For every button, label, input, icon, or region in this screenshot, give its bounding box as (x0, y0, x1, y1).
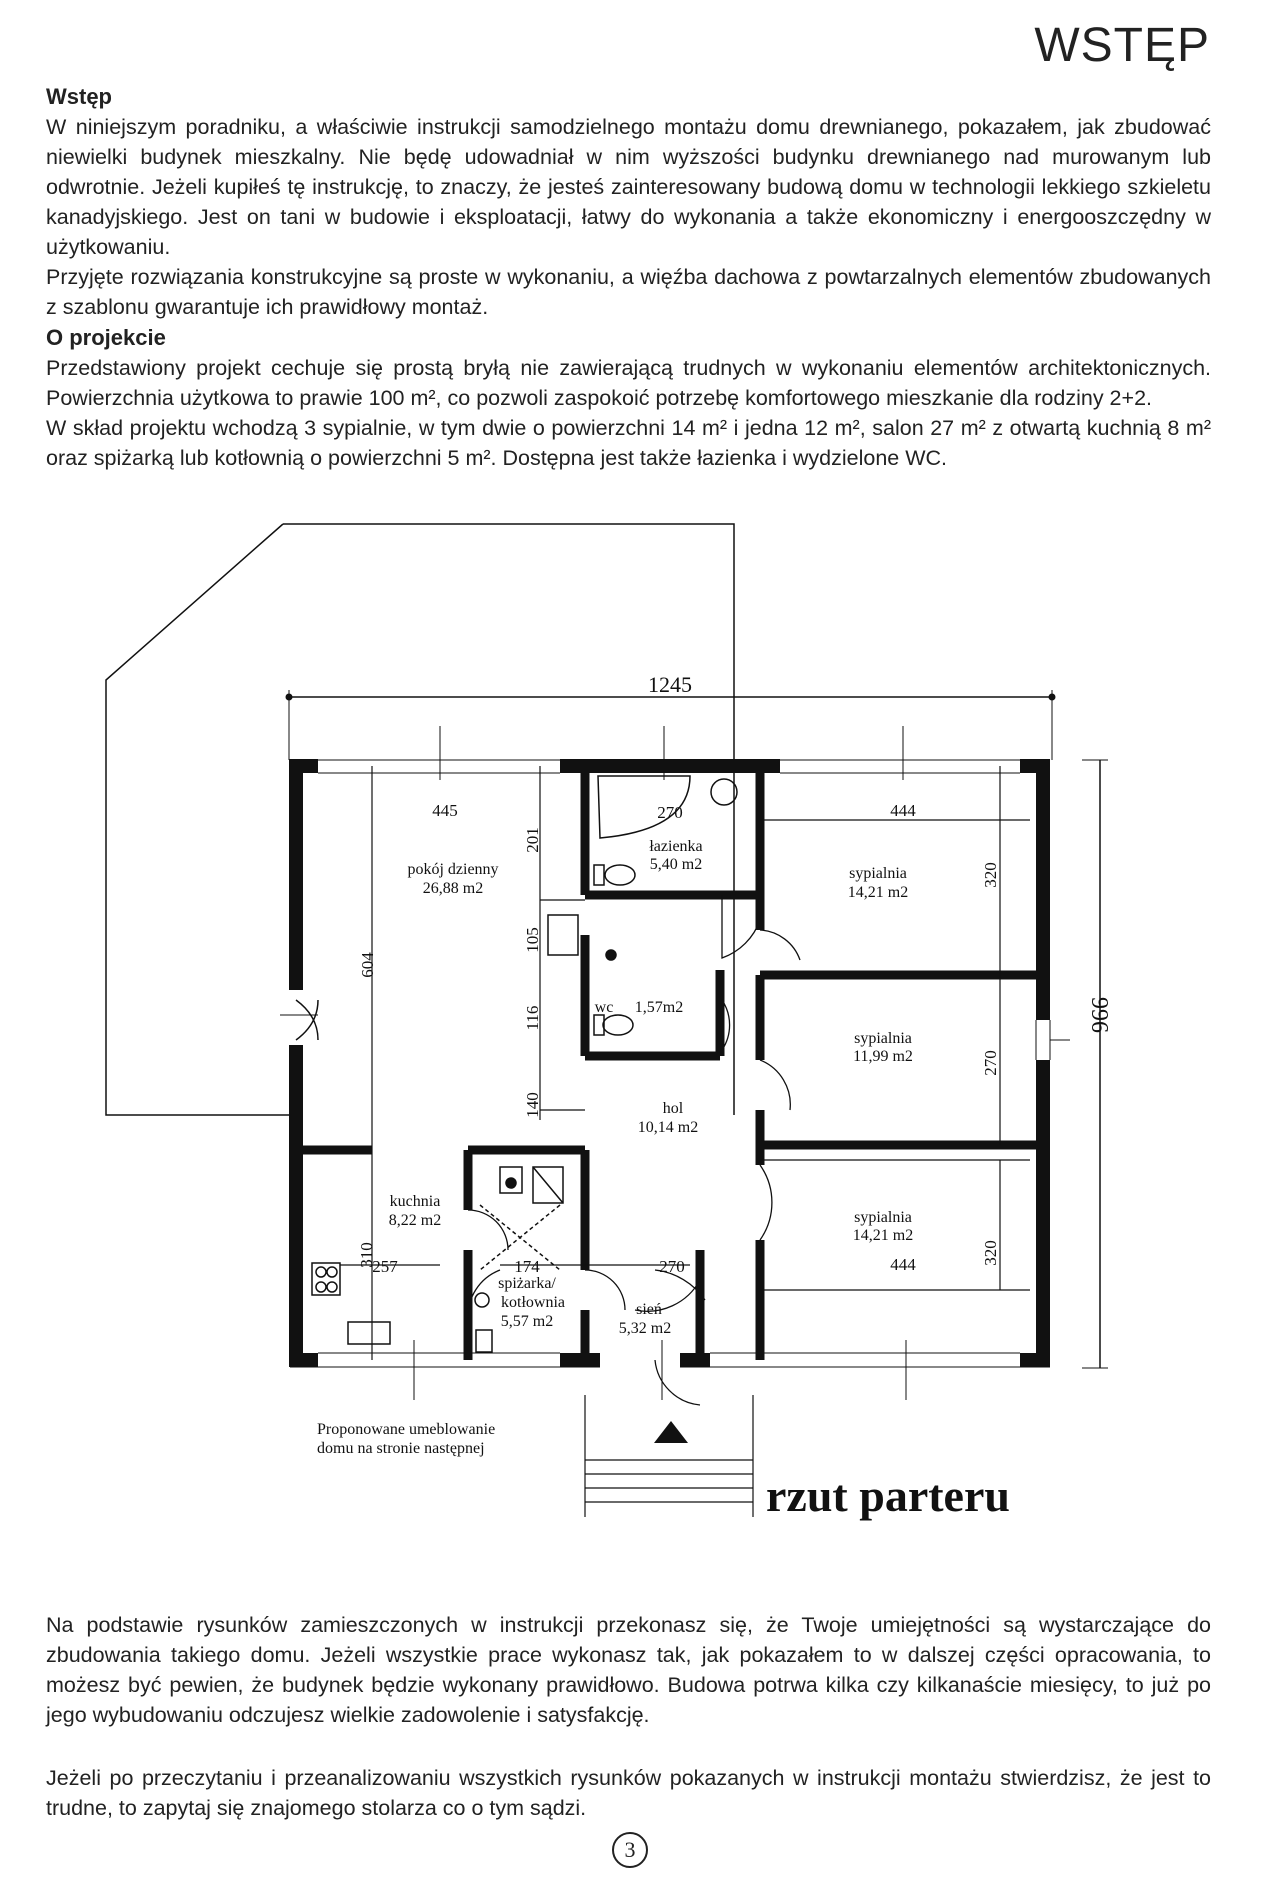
project-paragraph: Przedstawiony projekt cechuje się prostą… (46, 356, 1211, 410)
interior-walls (296, 766, 1043, 1360)
dim-label: 116 (523, 1006, 542, 1031)
toilet (602, 1014, 634, 1036)
dim-label: 445 (432, 801, 458, 820)
washbasin (547, 914, 579, 956)
dim-label: 105 (523, 927, 542, 953)
dim-label: 270 (659, 1257, 685, 1276)
dim-label: 320 (981, 1240, 1000, 1266)
dimension-dot (1048, 693, 1056, 701)
room-name: hol (663, 1100, 684, 1117)
dim-label: 310 (357, 1242, 376, 1268)
room-area: 10,14 m2 (638, 1119, 698, 1136)
room-name: sypialnia (854, 1209, 912, 1226)
boiler (532, 1166, 564, 1204)
dim-total-width: 1245 (648, 672, 692, 697)
intro-paragraph: W niniejszym poradniku, a właściwie inst… (46, 115, 1211, 259)
plan-title: rzut parteru (766, 1470, 1010, 1521)
sink (710, 778, 738, 806)
project-section: O projekcie Przedstawiony projekt cechuj… (46, 323, 1211, 473)
fixtures (311, 775, 738, 1353)
room-name: sień (636, 1301, 662, 1318)
door-swing (295, 999, 319, 1041)
intro-section: Wstęp W niniejszym poradniku, a właściwi… (46, 82, 1211, 322)
bathtub (597, 775, 691, 839)
room-name: spiżarka/ (498, 1275, 556, 1292)
dim-label: 140 (523, 1092, 542, 1118)
kitchen-sink (347, 1321, 391, 1345)
closing-section: Jeżeli po przeczytaniu i przeanalizowani… (46, 1763, 1211, 1823)
closing-section: Na podstawie rysunków zamieszczonych w i… (46, 1610, 1211, 1730)
roof-outline (283, 523, 735, 1115)
entrance-stairs (584, 1395, 754, 1517)
project-paragraph: W skład projektu wchodzą 3 sypialnie, w … (46, 416, 1211, 470)
dim-label: 270 (657, 803, 683, 822)
dim-label: 444 (890, 1255, 916, 1274)
dim-label: 201 (523, 827, 542, 853)
stove (311, 1262, 341, 1296)
page-number: 3 (612, 1832, 648, 1868)
room-name: sypialnia (849, 865, 907, 882)
room-name: sypialnia (854, 1030, 912, 1047)
dim-label: 444 (890, 801, 916, 820)
dim-label: 270 (981, 1050, 1000, 1076)
room-name: kuchnia (390, 1193, 441, 1210)
room-area: 8,22 m2 (389, 1212, 441, 1229)
furnishing-note: domu na stronie następnej (317, 1440, 485, 1457)
entrance-arrow (654, 1421, 688, 1443)
roof-outline (105, 523, 290, 1116)
closing-paragraph: Jeżeli po przeczytaniu i przeanalizowani… (46, 1766, 1211, 1820)
dim-label: 174 (514, 1257, 540, 1276)
intro-heading: Wstęp (46, 84, 112, 109)
room-area: 26,88 m2 (423, 880, 483, 897)
room-area: 5,40 m2 (650, 856, 702, 873)
room-area: 14,21 m2 (848, 884, 908, 901)
dimension-dot (285, 693, 293, 701)
dim-total-depth: 996 (1086, 997, 1112, 1033)
project-heading: O projekcie (46, 325, 166, 350)
toilet (604, 864, 636, 886)
room-area: 14,21 m2 (853, 1227, 913, 1244)
dim-label: 320 (981, 862, 1000, 888)
floor-plan-drawing: 1245 996 (105, 523, 1112, 1521)
room-name: łazienka (649, 838, 702, 855)
page-header-title: WSTĘP (1034, 19, 1210, 72)
room-area: 5,57 m2 (501, 1313, 553, 1330)
room-area: 5,32 m2 (619, 1320, 671, 1337)
closing-paragraph: Na podstawie rysunków zamieszczonych w i… (46, 1613, 1211, 1727)
room-area: 11,99 m2 (853, 1048, 913, 1065)
furnishing-note: Proponowane umeblowanie (317, 1421, 495, 1438)
dim-label: 604 (358, 952, 377, 978)
dim-label: 257 (372, 1257, 398, 1276)
door-swing (295, 999, 319, 1041)
room-name: kotłownia (501, 1294, 565, 1311)
room-name: wc (595, 999, 614, 1016)
intro-paragraph: Przyjęte rozwiązania konstrukcyjne są pr… (46, 265, 1211, 319)
door-swings (467, 895, 801, 1406)
room-area: 1,57m2 (635, 999, 683, 1016)
room-name: pokój dzienny (407, 861, 498, 878)
